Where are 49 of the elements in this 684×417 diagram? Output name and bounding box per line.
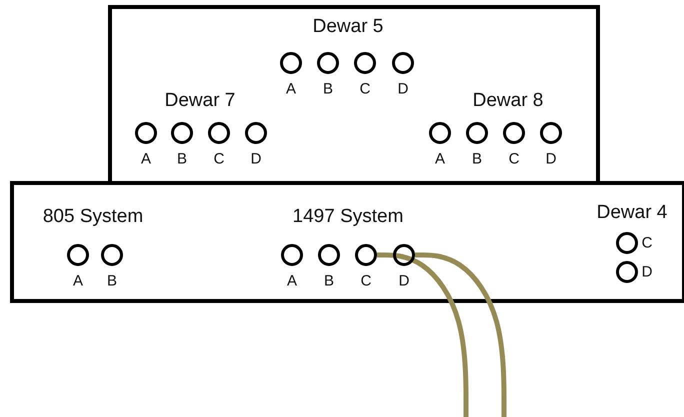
port-circle bbox=[208, 122, 230, 144]
port-letter: A bbox=[287, 272, 297, 290]
port-circle bbox=[67, 244, 89, 266]
port-letter: B bbox=[323, 80, 333, 98]
port-letter: A bbox=[141, 150, 151, 168]
port-letter: D bbox=[398, 272, 410, 290]
group-heading: Dewar 5 bbox=[312, 16, 384, 38]
port-letter: B bbox=[107, 272, 117, 290]
port-letter: D bbox=[546, 150, 556, 168]
port-circle bbox=[503, 122, 525, 144]
port-circle bbox=[281, 244, 303, 266]
cable bbox=[415, 252, 506, 417]
port-circle bbox=[101, 244, 123, 266]
port-circle bbox=[354, 52, 376, 74]
port-letter: A bbox=[73, 272, 83, 290]
group-heading: Dewar 4 bbox=[596, 202, 668, 224]
port-letter: C bbox=[360, 80, 370, 98]
group-heading: Dewar 8 bbox=[472, 90, 544, 112]
port-circle bbox=[429, 122, 451, 144]
port-letter: B bbox=[472, 150, 482, 168]
port-circle bbox=[135, 122, 157, 144]
port-circle bbox=[318, 244, 340, 266]
port-circle bbox=[245, 122, 267, 144]
group-heading: 805 System bbox=[42, 206, 144, 228]
group-heading: Dewar 7 bbox=[164, 90, 236, 112]
group-heading: 1497 System bbox=[292, 206, 404, 228]
port-circle bbox=[616, 261, 638, 283]
port-circle bbox=[616, 232, 638, 254]
port-letter: D bbox=[642, 264, 652, 280]
port-letter: D bbox=[250, 150, 262, 168]
port-letter: B bbox=[177, 150, 187, 168]
port-circle bbox=[171, 122, 193, 144]
port-letter: C bbox=[360, 272, 372, 290]
port-circle bbox=[466, 122, 488, 144]
port-letter: B bbox=[324, 272, 334, 290]
port-letter: A bbox=[435, 150, 445, 168]
port-letter: D bbox=[398, 80, 408, 98]
port-circle bbox=[355, 244, 377, 266]
cable bbox=[377, 252, 468, 417]
port-letter: C bbox=[642, 234, 652, 252]
port-circle bbox=[392, 52, 414, 74]
port-circle bbox=[280, 52, 302, 74]
port-circle bbox=[317, 52, 339, 74]
panel bbox=[10, 181, 684, 303]
port-letter: C bbox=[214, 150, 224, 168]
port-circle bbox=[393, 244, 415, 266]
port-letter: A bbox=[286, 80, 296, 98]
port-circle bbox=[540, 122, 562, 144]
port-letter: C bbox=[508, 150, 520, 168]
